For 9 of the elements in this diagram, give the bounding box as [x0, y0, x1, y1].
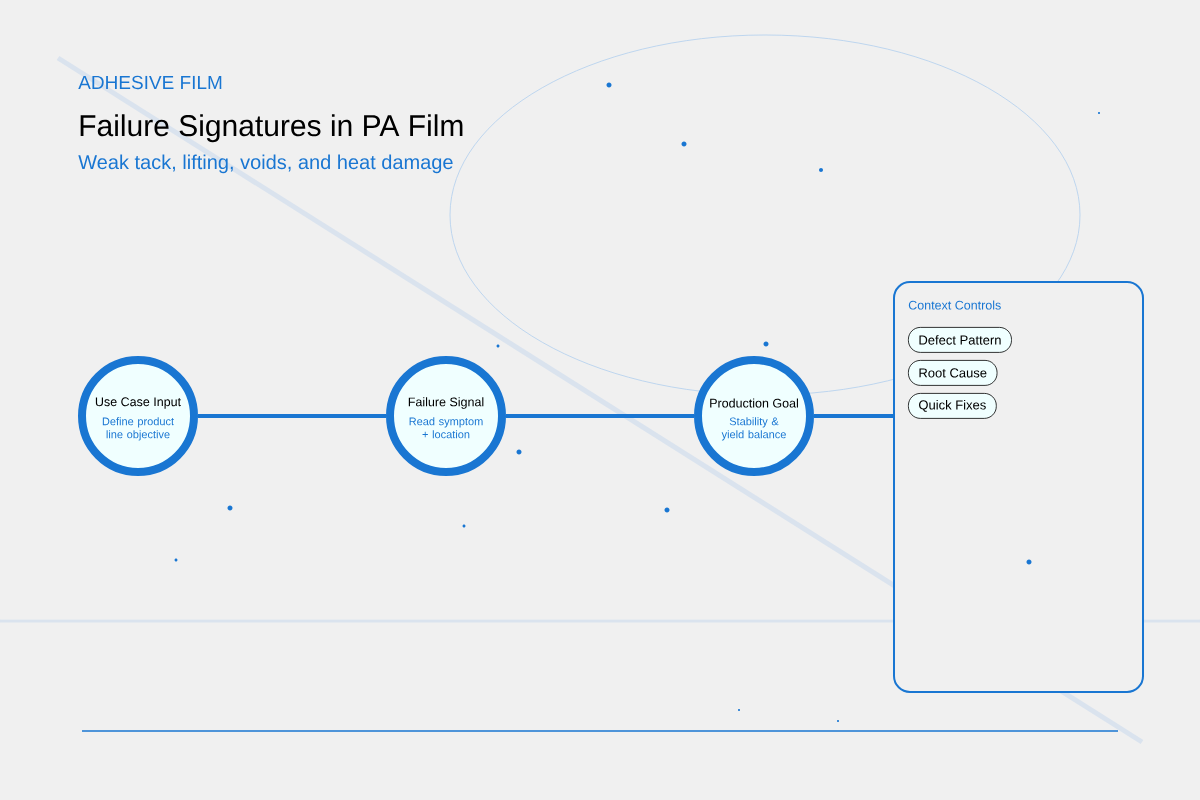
pill-button: Root Cause [908, 360, 998, 386]
pill-button: Quick Fixes [908, 393, 997, 419]
page-title: Failure Signatures in PA Film [80, 114, 463, 143]
eyebrow-label: ADHESIVE FILM [78, 75, 222, 90]
connector-line [198, 414, 386, 418]
pill-button: Defect Pattern [908, 327, 1012, 353]
connector-line [506, 414, 694, 418]
connector-line [814, 414, 893, 418]
subtitle: Weak tack, lifting, voids, and heat damage [78, 154, 453, 174]
